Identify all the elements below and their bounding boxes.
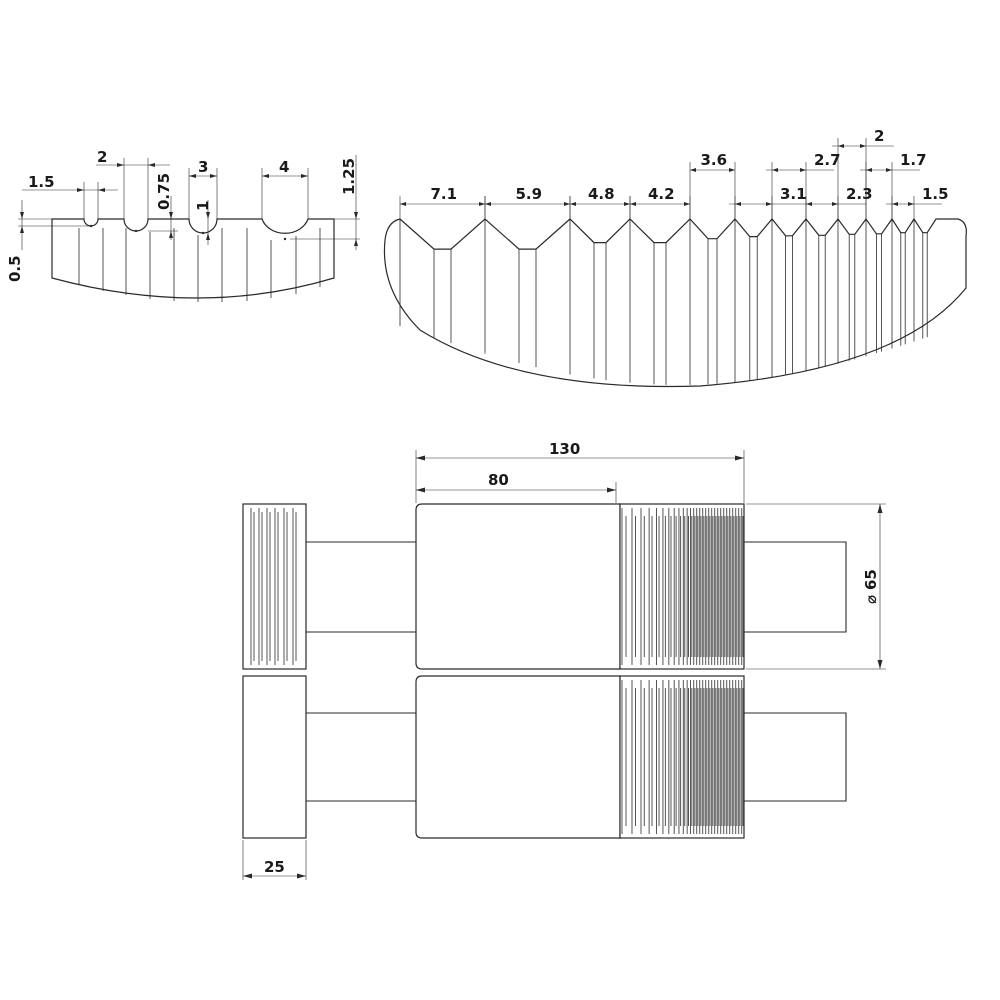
dim-groove-depth-2: 0.75 — [155, 173, 173, 210]
dim-v-groove-width-10: 1.7 — [900, 151, 927, 169]
dim-v-groove-width-2: 5.9 — [516, 185, 543, 203]
dim-v-groove-width-8: 2.3 — [846, 185, 873, 203]
assembly-bottom — [242, 675, 847, 839]
dim-v-groove-width-4: 4.2 — [648, 185, 675, 203]
dim-groove-width-2: 2 — [97, 148, 107, 166]
dim-groove-width-3: 3 — [198, 158, 208, 176]
dim-v-groove-width-11: 1.5 — [922, 185, 949, 203]
dim-smooth-length: 80 — [488, 471, 509, 489]
dim-v-groove-width-6: 3.1 — [780, 185, 807, 203]
dim-v-groove-width-1: 7.1 — [431, 185, 458, 203]
dim-v-groove-width-3: 4.8 — [588, 185, 615, 203]
dim-cap-width: 25 — [264, 858, 285, 876]
dim-groove-depth-1: 0.5 — [6, 255, 24, 282]
dim-diameter-symbol: ⌀ — [862, 595, 880, 604]
dim-v-groove-width-5: 3.6 — [701, 151, 728, 169]
dim-overall-length: 130 — [549, 440, 580, 458]
left-profile-dimensions: 1.5 2 3 4 0.5 0.75 — [6, 148, 360, 282]
dim-groove-width-1: 1.5 — [28, 173, 55, 191]
dim-diameter: 65 — [862, 569, 880, 590]
right-groove-profile — [383, 217, 967, 388]
dim-v-groove-width-9: 2 — [874, 127, 884, 145]
left-groove-profile — [51, 218, 335, 302]
assembly-top — [242, 503, 847, 670]
right-profile-dimensions: 7.1 5.9 4.8 4.2 3.6 3.1 2.7 2.3 2 1.7 1.5 — [399, 127, 949, 219]
dim-groove-depth-3: 1 — [194, 201, 212, 211]
dim-groove-depth-4: 1.25 — [340, 158, 358, 195]
dim-v-groove-width-7: 2.7 — [814, 151, 841, 169]
dim-groove-width-4: 4 — [279, 158, 289, 176]
assembly-dimensions: 130 80 ⌀ 65 25 — [242, 440, 886, 880]
